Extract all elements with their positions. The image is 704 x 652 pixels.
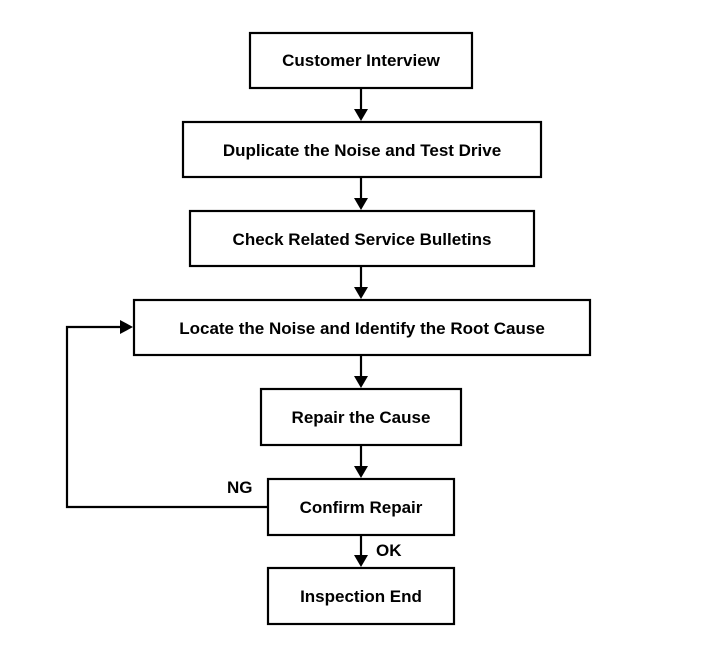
step-box (132, 298, 592, 357)
step-label: Check Related Service Bulletins (233, 230, 492, 249)
step-box (248, 31, 474, 90)
arrowhead-repair (354, 376, 368, 388)
step-box (259, 387, 463, 447)
connector-ng-loop (65, 325, 268, 509)
arrowhead-ng-loop (120, 320, 133, 334)
step-customer-interview: Customer Interview (248, 31, 474, 90)
step-box (188, 209, 536, 268)
arrowhead-bulletins (354, 198, 368, 210)
arrowhead-confirm (354, 466, 368, 478)
step-box (181, 120, 543, 179)
edge-label-ok: OK (376, 541, 402, 560)
step-label: Customer Interview (282, 51, 441, 70)
step-box (266, 566, 456, 626)
step-inspection-end: Inspection End (266, 566, 456, 626)
step-label: Duplicate the Noise and Test Drive (223, 141, 501, 160)
step-label: Inspection End (300, 587, 422, 606)
arrowhead-end (354, 555, 368, 567)
step-locate-noise: Locate the Noise and Identify the Root C… (132, 298, 592, 357)
arrowhead-locate (354, 287, 368, 299)
arrowhead-duplicate (354, 109, 368, 121)
step-label: Confirm Repair (300, 498, 423, 517)
step-repair-cause: Repair the Cause (259, 387, 463, 447)
connectors (65, 88, 368, 567)
edge-label-ng: NG (227, 478, 253, 497)
step-confirm-repair: Confirm Repair (266, 477, 456, 537)
step-duplicate-noise: Duplicate the Noise and Test Drive (181, 120, 543, 179)
step-check-bulletins: Check Related Service Bulletins (188, 209, 536, 268)
step-label: Locate the Noise and Identify the Root C… (179, 319, 545, 338)
step-label: Repair the Cause (292, 408, 431, 427)
step-box (266, 477, 456, 537)
